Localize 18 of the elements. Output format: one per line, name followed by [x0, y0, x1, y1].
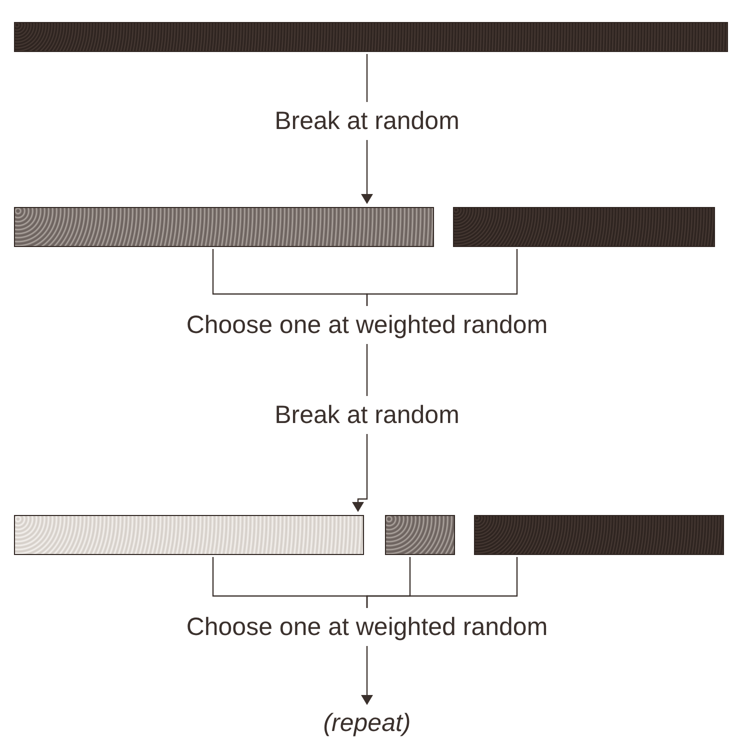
connector-line: [366, 344, 368, 396]
bar-segment: [385, 515, 455, 555]
connector-line: [366, 54, 368, 102]
step-label: Break at random: [217, 106, 517, 138]
connector-line: [366, 249, 518, 306]
step-label: Choose one at weighted random: [117, 310, 617, 342]
arrow: [361, 646, 373, 705]
arrow: [352, 434, 368, 512]
bar-segment: [14, 515, 364, 555]
bar-segment: [453, 207, 715, 247]
step-label: Choose one at weighted random: [117, 612, 617, 644]
step-label: Break at random: [217, 400, 517, 432]
bar-segment: [14, 207, 434, 247]
bar-segment: [474, 515, 724, 555]
bar-segment: [14, 22, 728, 52]
arrow: [361, 140, 373, 204]
connector-line: [366, 557, 518, 608]
step-label: (repeat): [267, 708, 467, 740]
